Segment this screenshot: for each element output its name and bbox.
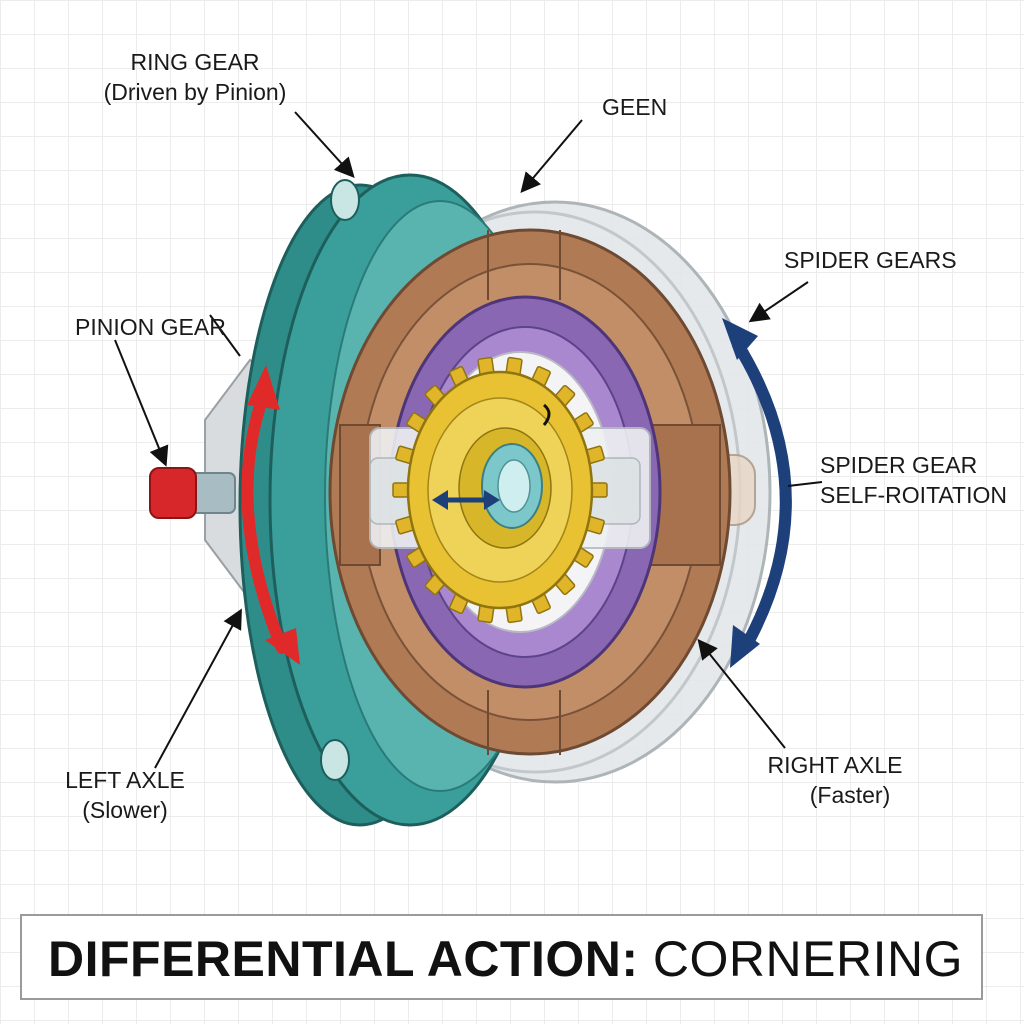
leader-spider-self	[787, 481, 823, 487]
page-title: DIFFERENTIAL ACTION: CORNERING	[48, 932, 963, 986]
label-spider-self-rotation: SPIDER GEAR SELF-ROITATION	[820, 450, 1007, 510]
label-left-axle: LEFT AXLE (Slower)	[60, 765, 190, 825]
leader-lines	[114, 111, 823, 769]
label-geen: GEEN	[602, 94, 668, 120]
pinion-cap	[149, 467, 197, 519]
title-box: DIFFERENTIAL ACTION: CORNERING	[20, 914, 983, 1000]
label-ring-gear: RING GEAR (Driven by Pinion)	[100, 47, 290, 107]
rotation-mark	[542, 403, 551, 426]
label-left-axle-line1: LEFT AXLE	[65, 767, 185, 793]
label-right-axle: RIGHT AXLE (Faster)	[760, 750, 910, 810]
leader-spider-gears	[748, 281, 809, 323]
title-bold: DIFFERENTIAL ACTION:	[48, 931, 639, 987]
self-rotation-arrow	[432, 490, 500, 510]
leader-ring-gear	[294, 111, 355, 178]
label-right-axle-line2: (Faster)	[809, 782, 891, 808]
label-left-axle-line2: (Slower)	[82, 797, 168, 823]
leader-right-axle	[697, 638, 786, 749]
right-rotation-arrow	[722, 318, 792, 668]
label-spider-gears: SPIDER GEARS	[784, 247, 957, 273]
label-ring-gear-line1: RING GEAR	[130, 49, 260, 75]
title-light: CORNERING	[638, 931, 963, 987]
leader-left-axle	[154, 608, 242, 769]
label-spider-self-line2: SELF-ROITATION	[820, 482, 1007, 508]
leader-pinion-ring	[209, 314, 241, 357]
ring-gear-bolt-hole	[320, 739, 350, 781]
label-pinion-gear: PINION GEAR	[75, 314, 226, 340]
label-ring-gear-line2: (Driven by Pinion)	[103, 79, 287, 105]
spider-gear	[392, 356, 608, 624]
ring-gear-bolt-hole	[330, 179, 360, 221]
leader-geen	[520, 119, 583, 194]
left-rotation-arrow	[241, 365, 300, 665]
label-right-axle-line1: RIGHT AXLE	[767, 752, 903, 778]
label-spider-self-line1: SPIDER GEAR	[820, 452, 978, 478]
leader-pinion-gear	[114, 339, 169, 467]
